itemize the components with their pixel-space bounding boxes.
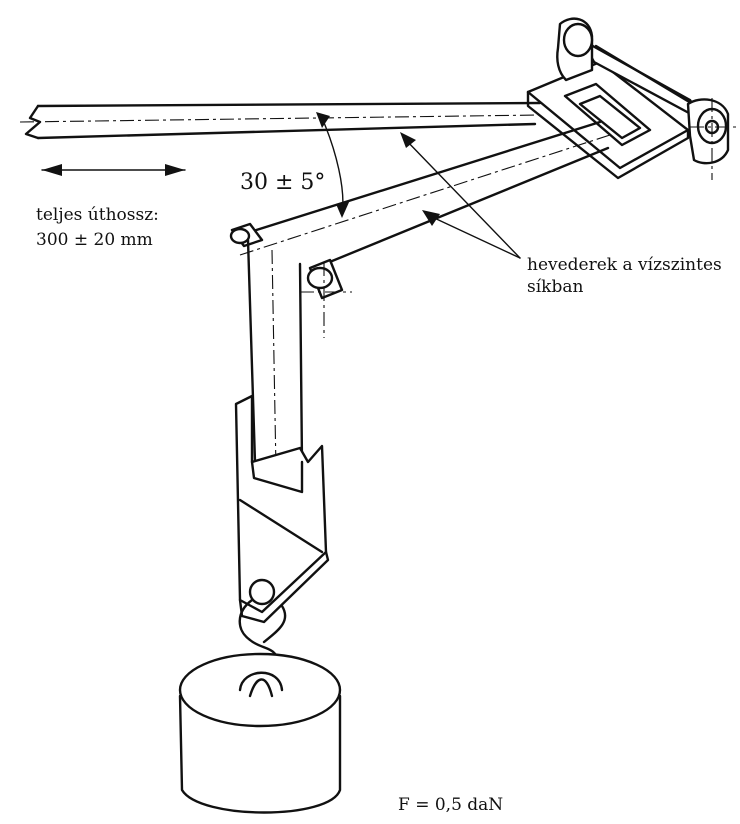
- weight: [178, 652, 342, 814]
- diagonal-strap: [239, 120, 611, 270]
- travel-label-line1: teljes úthossz:: [36, 205, 159, 225]
- hanger-bracket: [234, 394, 330, 624]
- corner-pins: [229, 222, 352, 338]
- force-label: F = 0,5 daN: [398, 795, 504, 815]
- vertical-strap: [246, 238, 304, 471]
- travel-label-line2: 300 ± 20 mm: [36, 230, 153, 250]
- straps-leaders: [400, 132, 521, 259]
- wire-hook: [238, 598, 287, 664]
- clamp-assembly: [526, 17, 738, 180]
- horizontal-strap: [19, 101, 542, 140]
- straps-label-line2: síkban: [527, 277, 584, 297]
- angle-label: 30 ± 5°: [240, 170, 326, 195]
- travel-arrow: [41, 164, 186, 176]
- angle-indicator: [316, 112, 350, 218]
- straps-label-line1: hevederek a vízszintes: [527, 255, 722, 275]
